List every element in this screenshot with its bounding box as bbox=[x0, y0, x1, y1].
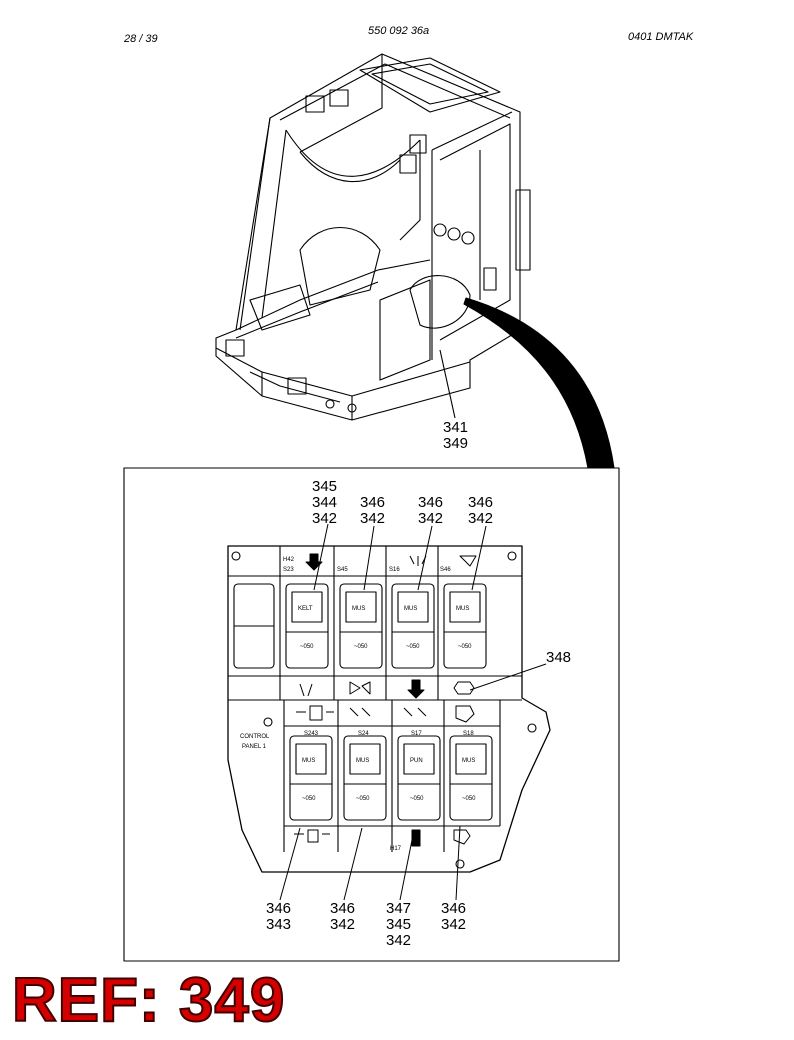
control-label-2: PANEL 1 bbox=[242, 744, 267, 750]
label-s243: S243 bbox=[304, 731, 319, 737]
bottom-switch-1-text: MUS bbox=[302, 758, 315, 764]
top-switch-2-value: ~050 bbox=[354, 644, 368, 650]
page-number: 28 / 39 bbox=[124, 33, 158, 45]
top-switch-4-value: ~050 bbox=[458, 644, 472, 650]
bottom-switch-4-value: ~050 bbox=[462, 796, 476, 802]
document-code: 0401 DMTAK bbox=[628, 31, 694, 43]
label-s45: S45 bbox=[337, 567, 348, 573]
pictograms bbox=[294, 553, 477, 847]
label-s24: S24 bbox=[358, 731, 369, 737]
detail-frame bbox=[123, 467, 620, 962]
cabin-illustration bbox=[215, 53, 531, 421]
label-h42: H42 bbox=[283, 557, 295, 563]
control-label-1: CONTROL bbox=[240, 734, 270, 740]
bottom-switch-2-value: ~050 bbox=[356, 796, 370, 802]
document-number: 550 092 36a bbox=[368, 25, 430, 37]
label-s23: S23 bbox=[283, 567, 294, 573]
bottom-switch-2-text: MUS bbox=[356, 758, 369, 764]
leader-341 bbox=[439, 349, 456, 419]
label-s46: S46 bbox=[440, 567, 451, 573]
label-s18: S18 bbox=[463, 731, 474, 737]
detail-leaders bbox=[279, 523, 547, 901]
top-switch-1-text: KELT bbox=[298, 606, 313, 612]
top-switch-bodies bbox=[285, 583, 487, 669]
bottom-switch-3-value: ~050 bbox=[410, 796, 424, 802]
bottom-switch-bodies bbox=[289, 735, 493, 821]
top-switch-4-text: MUS bbox=[456, 606, 469, 612]
bottom-switch-1-value: ~050 bbox=[302, 796, 316, 802]
label-s17: S17 bbox=[411, 731, 422, 737]
control-panel-outline bbox=[227, 545, 551, 873]
label-s16: S16 bbox=[389, 567, 400, 573]
callout-348: 348 bbox=[546, 649, 572, 666]
top-switch-2-text: MUS bbox=[352, 606, 365, 612]
bottom-switch-4-text: MUS bbox=[462, 758, 475, 764]
top-switch-3-value: ~050 bbox=[406, 644, 420, 650]
label-h17: H17 bbox=[390, 846, 402, 852]
top-switch-1-value: ~050 bbox=[300, 644, 314, 650]
reference-stamp: REF: 349 bbox=[11, 965, 286, 1036]
top-switch-3-text: MUS bbox=[404, 606, 417, 612]
bottom-switch-3-text: PUN bbox=[410, 758, 423, 764]
zoom-arrow bbox=[463, 297, 615, 469]
